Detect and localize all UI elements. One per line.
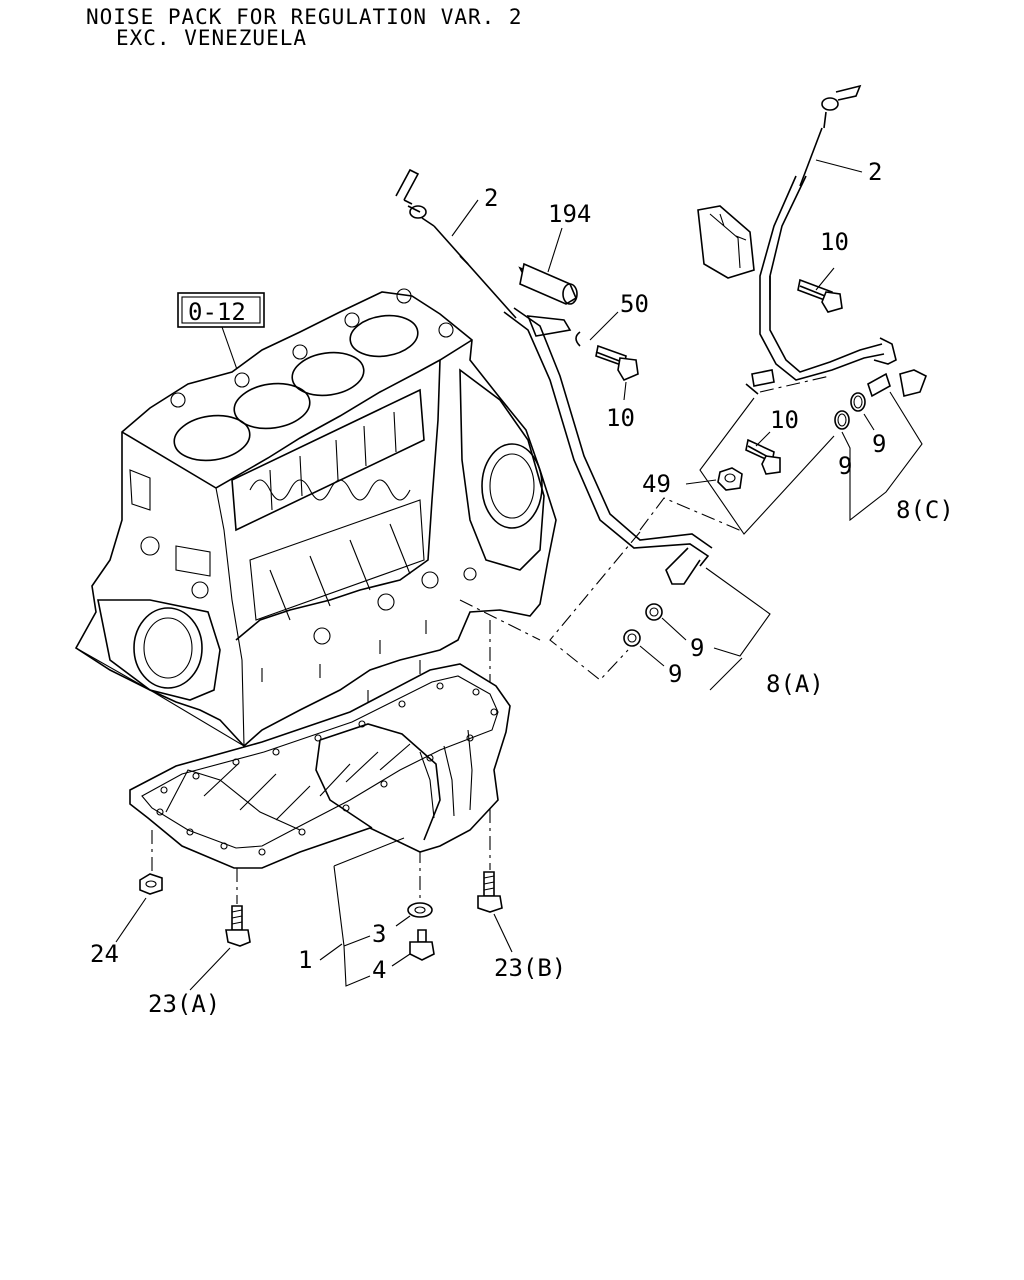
header-line-2: EXC. VENEZUELA — [116, 26, 307, 50]
callout-1[interactable]: 1 — [298, 946, 312, 974]
gauge-bracket-right — [697, 205, 755, 279]
oil-level-gauge-left[interactable] — [395, 168, 517, 319]
o-ring-9-right-a[interactable] — [834, 410, 850, 430]
cylinder-block — [74, 288, 557, 748]
callout-23a[interactable]: 23(A) — [148, 990, 220, 1018]
header-line-1: NOISE PACK FOR REGULATION VAR. 2 — [86, 5, 523, 29]
callout-8a[interactable]: 8(A) — [766, 670, 824, 698]
callout-2-left[interactable]: 2 — [484, 184, 498, 212]
reference-label: 0-12 — [188, 298, 246, 326]
part-194[interactable] — [518, 262, 578, 305]
bolt-10-upper[interactable] — [595, 344, 639, 382]
bolt-23a[interactable] — [225, 905, 251, 947]
callout-9-right-lower[interactable]: 9 — [838, 452, 852, 480]
callout-9-left-lower[interactable]: 9 — [668, 660, 682, 688]
callout-49[interactable]: 49 — [642, 470, 671, 498]
gauge-guide-tube-right[interactable] — [759, 175, 928, 398]
o-ring-9-left-b[interactable] — [623, 629, 641, 647]
drain-plug-4[interactable] — [409, 929, 435, 961]
callout-3[interactable]: 3 — [372, 920, 386, 948]
callout-50[interactable]: 50 — [620, 290, 649, 318]
callout-2-right[interactable]: 2 — [868, 158, 882, 186]
callout-8c[interactable]: 8(C) — [896, 496, 954, 524]
tube-bracket — [526, 315, 581, 347]
bolt-23b[interactable] — [477, 871, 503, 913]
callout-10-mid[interactable]: 10 — [770, 406, 799, 434]
callout-10-right[interactable]: 10 — [820, 228, 849, 256]
reference-box[interactable]: 0-12 — [177, 292, 265, 328]
callout-9-left-upper[interactable]: 9 — [690, 634, 704, 662]
nut-49[interactable] — [717, 467, 743, 491]
tube-clamp-right — [745, 369, 775, 395]
bolt-10-right[interactable] — [797, 278, 843, 313]
oil-level-gauge-right[interactable] — [799, 84, 862, 187]
callout-10-upper[interactable]: 10 — [606, 404, 635, 432]
callout-9-right-upper[interactable]: 9 — [872, 430, 886, 458]
washer-3[interactable] — [407, 902, 433, 918]
callout-24[interactable]: 24 — [90, 940, 119, 968]
oil-pan — [129, 663, 511, 869]
callout-194[interactable]: 194 — [548, 200, 591, 228]
callout-4[interactable]: 4 — [372, 956, 386, 984]
callout-23b[interactable]: 23(B) — [494, 954, 566, 982]
o-ring-9-left-a[interactable] — [645, 603, 663, 621]
nut-24[interactable] — [139, 873, 163, 895]
bolt-10-mid[interactable] — [745, 438, 781, 475]
o-ring-9-right-b[interactable] — [850, 392, 866, 412]
